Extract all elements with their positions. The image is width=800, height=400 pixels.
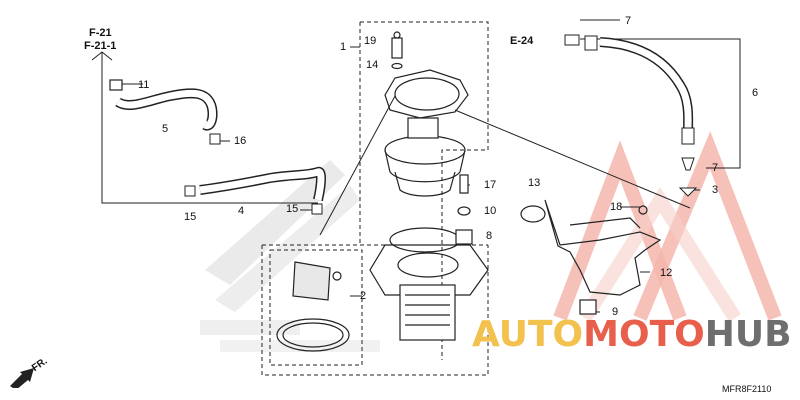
watermark-moto: MOTO [583,314,705,355]
pump-gasket-top [384,31,469,119]
part-7-bottom: 7 [712,162,719,174]
watermark-auto: AUTO [472,314,584,355]
part-5: 5 [162,123,169,135]
part-14: 14 [366,59,379,71]
background-wing-logo [200,160,380,352]
part-10: 10 [484,205,497,217]
diagram-code: MFR8F2110 [722,384,772,394]
ref-f211[interactable]: F-21-1 [84,40,117,52]
part-11: 11 [138,79,150,91]
ref-e24[interactable]: E-24 [510,35,534,47]
part-19: 19 [364,35,377,47]
part-7-top: 7 [625,15,632,27]
part-13: 13 [528,177,541,189]
leader-lines [91,19,741,313]
ref-f21[interactable]: F-21 [89,27,112,39]
assembly-frames [261,21,489,376]
part-4: 4 [238,205,245,217]
watermark-hub: HUB [704,314,792,355]
hose-6 [564,34,698,197]
bracket-12 [520,199,662,315]
part-17: 17 [484,179,497,191]
hose-5 [109,79,218,131]
part-15-left: 15 [184,211,197,223]
part-3: 3 [712,184,719,196]
part-1: 1 [340,41,347,53]
part-8: 8 [486,230,493,242]
pump-unit [369,117,489,341]
filter-element [276,261,350,352]
part-12: 12 [660,267,673,279]
watermark-logo: AUTOMOTOHUB [472,314,792,358]
part-16: 16 [234,135,247,147]
part-6: 6 [752,87,759,99]
part-15-right: 15 [286,203,299,215]
small-parts-center [455,174,473,245]
watermark-triangle [553,131,782,322]
front-arrow-icon [8,362,48,390]
part-2: 2 [360,290,367,302]
part-18: 18 [610,201,623,213]
part-9: 9 [612,306,619,318]
hose-4 [184,133,326,215]
